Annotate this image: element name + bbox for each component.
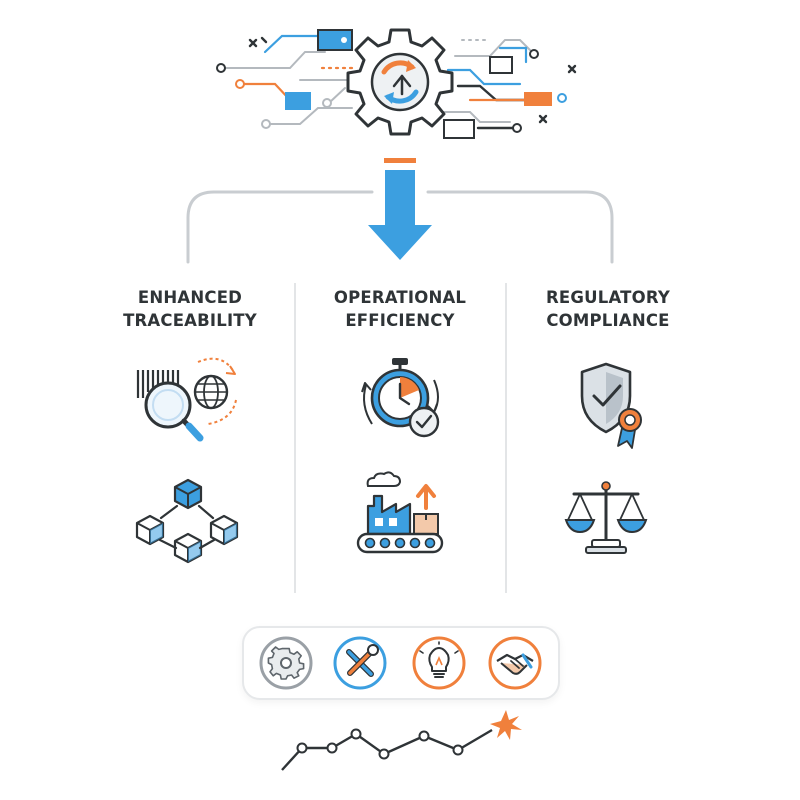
stopwatch-check-icon xyxy=(361,358,440,438)
factory-conveyor-icon xyxy=(356,471,444,554)
column-title-line: OPERATIONAL xyxy=(333,288,467,307)
tool-tray xyxy=(242,626,560,700)
handshake-icon xyxy=(488,636,542,690)
lightbulb-icon xyxy=(412,636,466,690)
column-title-compliance: REGULATORY COMPLIANCE xyxy=(508,286,708,332)
column-title-line: COMPLIANCE xyxy=(546,311,670,330)
shield-check-award-icon xyxy=(580,362,642,449)
column-title-line: TRACEABILITY xyxy=(123,311,257,330)
column-divider xyxy=(505,283,507,593)
wrench-screwdriver-icon xyxy=(333,636,387,690)
circuit-lines xyxy=(216,29,577,139)
column-title-line: REGULATORY xyxy=(546,288,670,307)
gear-icon xyxy=(259,636,313,690)
rising-line-with-spark-icon xyxy=(281,710,522,771)
branch-bracket xyxy=(186,190,614,264)
column-title-line: ENHANCED xyxy=(137,288,243,307)
column-divider xyxy=(294,283,296,593)
down-arrow-icon xyxy=(368,158,432,260)
column-title-line: EFFICIENCY xyxy=(345,311,455,330)
gear-with-cycle-arrows-icon xyxy=(346,28,454,136)
blockchain-cubes-icon xyxy=(135,478,239,564)
barcode-magnifier-globe-icon xyxy=(136,357,237,442)
column-title-efficiency: OPERATIONAL EFFICIENCY xyxy=(300,286,500,332)
balance-scale-icon xyxy=(564,481,648,554)
column-title-traceability: ENHANCED TRACEABILITY xyxy=(90,286,290,332)
